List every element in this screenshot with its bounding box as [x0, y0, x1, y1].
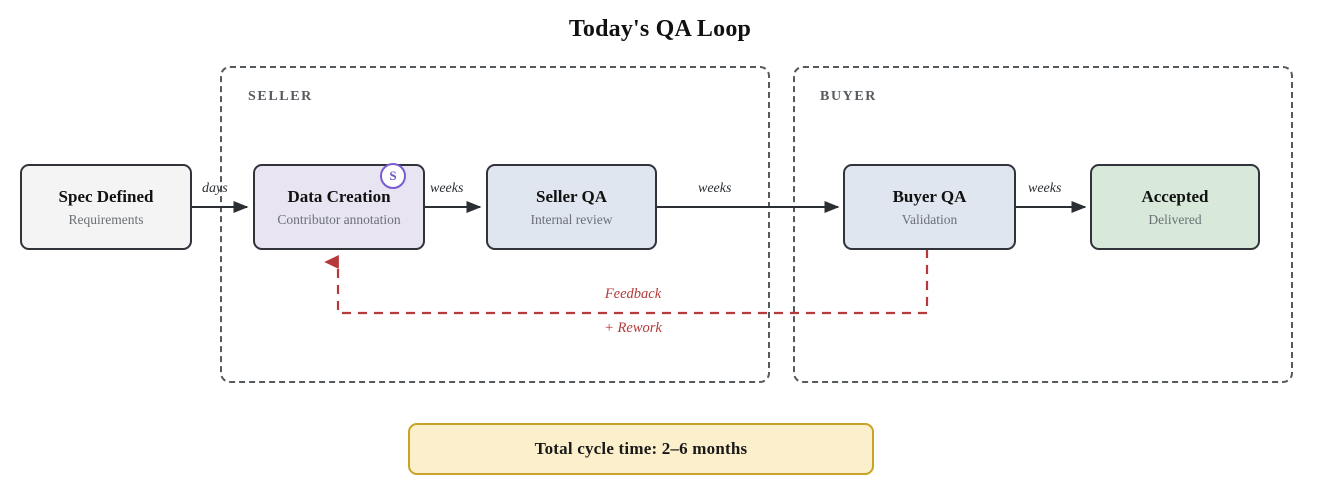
node-buyer-qa-subtitle: Validation: [901, 211, 958, 227]
node-spec-defined-subtitle: Requirements: [68, 211, 144, 227]
node-accepted-title: Accepted: [1141, 186, 1209, 206]
swimlane-seller: [220, 66, 770, 383]
edge-label-spec-to-creation: days: [202, 181, 228, 196]
total-cycle-time-banner: Total cycle time: 2–6 months: [408, 423, 874, 475]
edge-label-creation-to-sellerqa: weeks: [430, 181, 464, 196]
node-data-creation-subtitle: Contributor annotation: [277, 211, 401, 227]
node-seller-qa-subtitle: Internal review: [530, 211, 613, 227]
seller-badge-icon: S: [380, 163, 406, 189]
page-title: Today's QA Loop: [568, 16, 752, 42]
feedback-label-top: Feedback: [604, 286, 662, 302]
node-accepted-subtitle: Delivered: [1148, 211, 1202, 227]
node-spec-defined[interactable]: Spec Defined Requirements: [20, 164, 192, 250]
edge-label-sellerqa-to-buyerqa: weeks: [698, 181, 732, 196]
node-buyer-qa[interactable]: Buyer QA Validation: [843, 164, 1016, 250]
swimlane-buyer-label: BUYER: [820, 89, 878, 104]
node-spec-defined-title: Spec Defined: [58, 186, 154, 206]
swimlane-seller-label: SELLER: [248, 89, 313, 104]
node-accepted[interactable]: Accepted Delivered: [1090, 164, 1260, 250]
edge-label-buyerqa-to-accepted: weeks: [1028, 181, 1062, 196]
node-seller-qa[interactable]: Seller QA Internal review: [486, 164, 657, 250]
node-seller-qa-title: Seller QA: [536, 186, 607, 206]
swimlane-buyer: [793, 66, 1293, 383]
node-data-creation-title: Data Creation: [287, 186, 391, 206]
node-buyer-qa-title: Buyer QA: [892, 186, 967, 206]
feedback-label-bottom: + Rework: [604, 320, 662, 336]
feedback-loop-connector: [338, 249, 929, 315]
total-cycle-time-text: Total cycle time: 2–6 months: [534, 439, 748, 458]
